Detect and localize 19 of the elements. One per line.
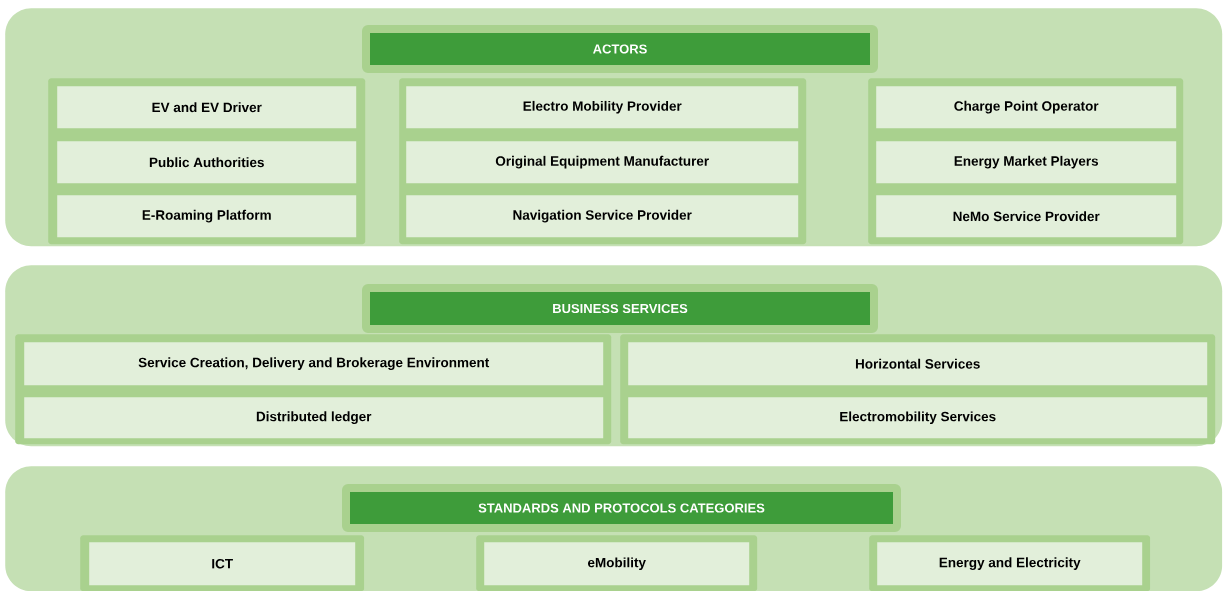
label-box: Energy and Electricity	[877, 542, 1143, 586]
label-box: Horizontal Services	[628, 342, 1208, 386]
label-box: Distributed ledger	[24, 397, 604, 439]
label-box: Electromobility Services	[628, 397, 1208, 439]
label-box: EV and EV Driver	[57, 86, 357, 129]
label-box: Energy Market Players	[876, 141, 1177, 184]
header-bar: ACTORS	[362, 25, 878, 73]
label-box: Public Authorities	[57, 141, 357, 184]
label-box: NeMo Service Provider	[876, 195, 1177, 238]
label-box: E-Roaming Platform	[57, 195, 357, 238]
label-box: Navigation Service Provider	[406, 195, 799, 238]
header-bar: STANDARDS AND PROTOCOLS CATEGORIES	[342, 484, 901, 532]
label-box: ICT	[89, 542, 356, 586]
header-bar: BUSINESS SERVICES	[362, 284, 878, 333]
label-box: Charge Point Operator	[876, 86, 1177, 129]
label-box: Electro Mobility Provider	[406, 86, 799, 129]
label-box: Original Equipment Manufacturer	[406, 141, 799, 184]
label-box: Service Creation, Delivery and Brokerage Environment	[24, 342, 604, 386]
label-box: eMobility	[484, 542, 750, 586]
